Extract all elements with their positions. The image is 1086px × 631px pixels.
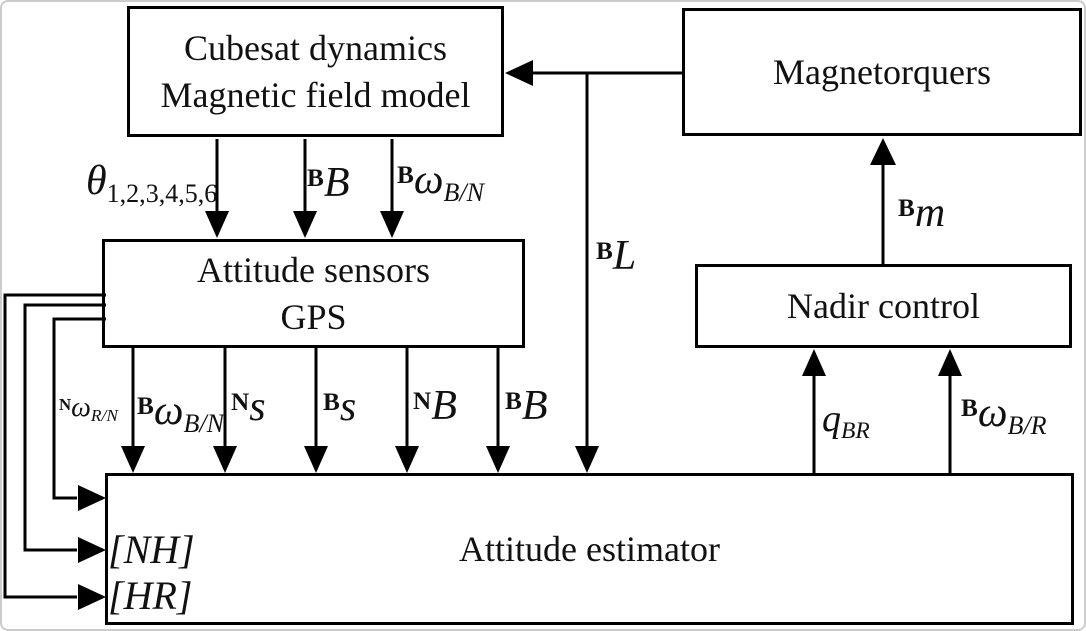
block-attitude-sensors-line1: Attitude sensors bbox=[197, 249, 430, 290]
label-sub: 1,2,3,4,5,6 bbox=[106, 178, 218, 208]
arrow-bm-to-magnetorquers bbox=[870, 138, 896, 264]
label-main: B bbox=[521, 383, 548, 429]
label-bm: Bm bbox=[898, 192, 945, 234]
block-attitude-estimator-line1: Attitude estimator bbox=[459, 528, 720, 569]
label-bB: BB bbox=[505, 385, 547, 427]
wire-wrap-outer-HR bbox=[3, 293, 106, 610]
label-main: q bbox=[822, 398, 841, 440]
arrow-magnetorquers-to-cubesat bbox=[505, 60, 682, 86]
label-bS: Bs bbox=[323, 386, 356, 428]
label-qBR: qBR bbox=[822, 398, 870, 443]
label-HR: [HR] bbox=[108, 576, 192, 616]
label-main: s bbox=[249, 384, 266, 430]
label-main: B bbox=[323, 160, 350, 206]
block-magnetorquers-line1: Magnetorquers bbox=[773, 51, 991, 92]
label-main: s bbox=[339, 384, 357, 430]
label-sup: B bbox=[898, 195, 915, 223]
label-main: m bbox=[914, 190, 946, 236]
block-magnetorquers: Magnetorquers bbox=[682, 8, 1082, 136]
label-nOmegaRN: NωR/N bbox=[59, 392, 118, 426]
label-sup: B bbox=[397, 162, 414, 190]
label-sub: R/N bbox=[90, 406, 118, 426]
label-nB: NB bbox=[413, 385, 457, 427]
label-sup: N bbox=[59, 394, 72, 414]
label-main: ω bbox=[977, 390, 1008, 436]
label-main: θ bbox=[86, 158, 107, 204]
block-attitude-estimator: Attitude estimator bbox=[105, 473, 1074, 625]
label-bOmegaBR: BωB/R bbox=[961, 390, 1047, 438]
block-attitude-sensors-line2: GPS bbox=[280, 296, 347, 337]
label-sub: B/N bbox=[443, 177, 484, 207]
label-main: L bbox=[612, 233, 637, 279]
label-sup: B bbox=[596, 238, 613, 266]
label-NH: [NH] bbox=[108, 530, 195, 570]
label-sup: B bbox=[307, 165, 324, 193]
label-bOmegaBN: BωB/N bbox=[137, 388, 224, 436]
label-sup: N bbox=[231, 389, 250, 417]
label-main: ω bbox=[71, 392, 91, 423]
label-sup: N bbox=[413, 388, 432, 416]
label-sub: B/N bbox=[183, 408, 224, 438]
label-sup: B bbox=[323, 389, 340, 417]
label-sub: BR bbox=[841, 418, 870, 445]
label-bOmegaBN-top: BωB/N bbox=[397, 157, 484, 205]
label-sup: B bbox=[505, 388, 522, 416]
block-attitude-sensors: Attitude sensors GPS bbox=[102, 239, 525, 348]
label-bL: BL bbox=[596, 235, 636, 277]
block-cubesat-dynamics-line2: Magnetic field model bbox=[160, 74, 471, 115]
label-main: [HR] bbox=[108, 573, 193, 618]
block-nadir-control-line1: Nadir control bbox=[787, 285, 980, 326]
label-bB-top: BB bbox=[307, 162, 349, 204]
label-sub: B/R bbox=[1007, 410, 1047, 440]
label-main: [NH] bbox=[108, 527, 195, 572]
label-main: ω bbox=[413, 157, 444, 203]
block-cubesat-dynamics-line1: Cubesat dynamics bbox=[184, 27, 447, 68]
wire-wrap-middle-NH bbox=[23, 303, 106, 563]
block-nadir-control: Nadir control bbox=[695, 264, 1072, 348]
label-main: B bbox=[431, 383, 457, 429]
label-main: ω bbox=[153, 388, 184, 434]
label-nS: Ns bbox=[231, 386, 266, 428]
label-theta-1-6: θ1,2,3,4,5,6 bbox=[86, 158, 217, 206]
arrow-bOmegaBR-to-nadir bbox=[938, 349, 962, 473]
label-sup: B bbox=[961, 395, 978, 423]
label-sup: B bbox=[137, 393, 154, 421]
block-cubesat-dynamics: Cubesat dynamics Magnetic field model bbox=[127, 6, 504, 137]
